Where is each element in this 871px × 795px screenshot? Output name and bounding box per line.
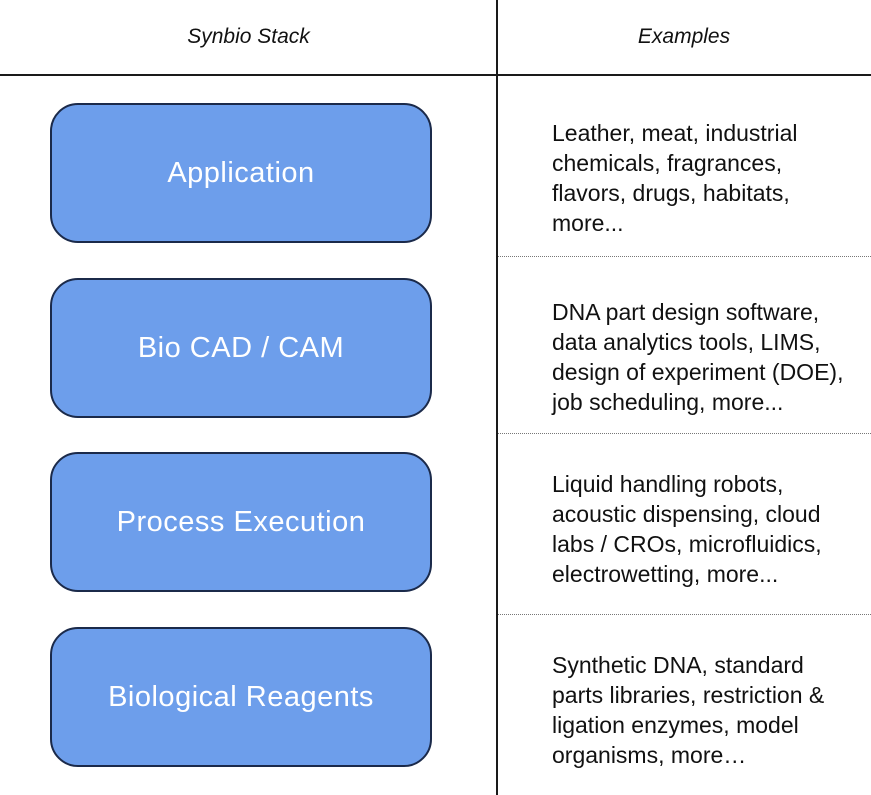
stack-box-biological-reagents-label: Biological Reagents [108,680,374,713]
stack-box-application: Application [50,103,432,243]
stack-box-biological-reagents: Biological Reagents [50,627,432,767]
examples-bio-cad-cam: DNA part design software, data analytics… [498,256,871,433]
examples-process-execution-text: Liquid handling robots, acoustic dispens… [552,471,822,587]
stack-box-bio-cad-cam: Bio CAD / CAM [50,278,432,418]
examples-application-text: Leather, meat, industrial chemicals, fra… [552,120,798,236]
table-header: Synbio Stack Examples [0,0,871,76]
stack-column-header: Synbio Stack [187,25,310,48]
examples-biological-reagents-text: Synthetic DNA, standard parts libraries,… [552,652,825,768]
examples-bio-cad-cam-text: DNA part design software, data analytics… [552,299,844,415]
stack-box-process-execution-label: Process Execution [116,505,366,538]
examples-application: Leather, meat, industrial chemicals, fra… [498,76,871,256]
column-divider-line [496,0,498,795]
stack-box-process-execution: Process Execution [50,452,432,592]
stack-box-application-label: Application [167,156,315,189]
stack-box-bio-cad-cam-label: Bio CAD / CAM [137,331,345,364]
examples-column-header: Examples [637,25,731,48]
examples-biological-reagents: Synthetic DNA, standard parts libraries,… [498,614,871,795]
examples-process-execution: Liquid handling robots, acoustic dispens… [498,433,871,614]
